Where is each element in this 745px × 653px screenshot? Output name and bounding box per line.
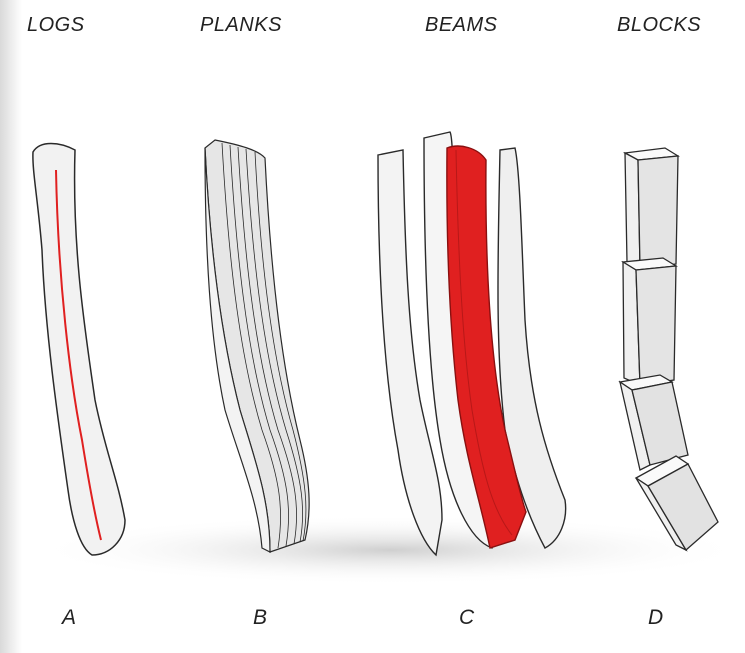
page-edge-shadow [0,0,22,653]
pith-line [55,169,102,541]
selected-beam [446,145,527,549]
title-blocks: BLOCKS [617,14,702,36]
letter-a: A [62,606,77,629]
title-planks: PLANKS [200,14,282,36]
letter-c: C [459,606,475,629]
letter-b: B [253,606,268,629]
blocks-d [618,147,719,552]
beams-c [377,131,567,557]
letter-d: D [648,606,664,629]
log-a [32,142,126,556]
ground-shadow [30,515,745,585]
title-beams: BEAMS [425,14,498,36]
planks-b [204,139,310,553]
title-logs: LOGS [27,14,85,36]
